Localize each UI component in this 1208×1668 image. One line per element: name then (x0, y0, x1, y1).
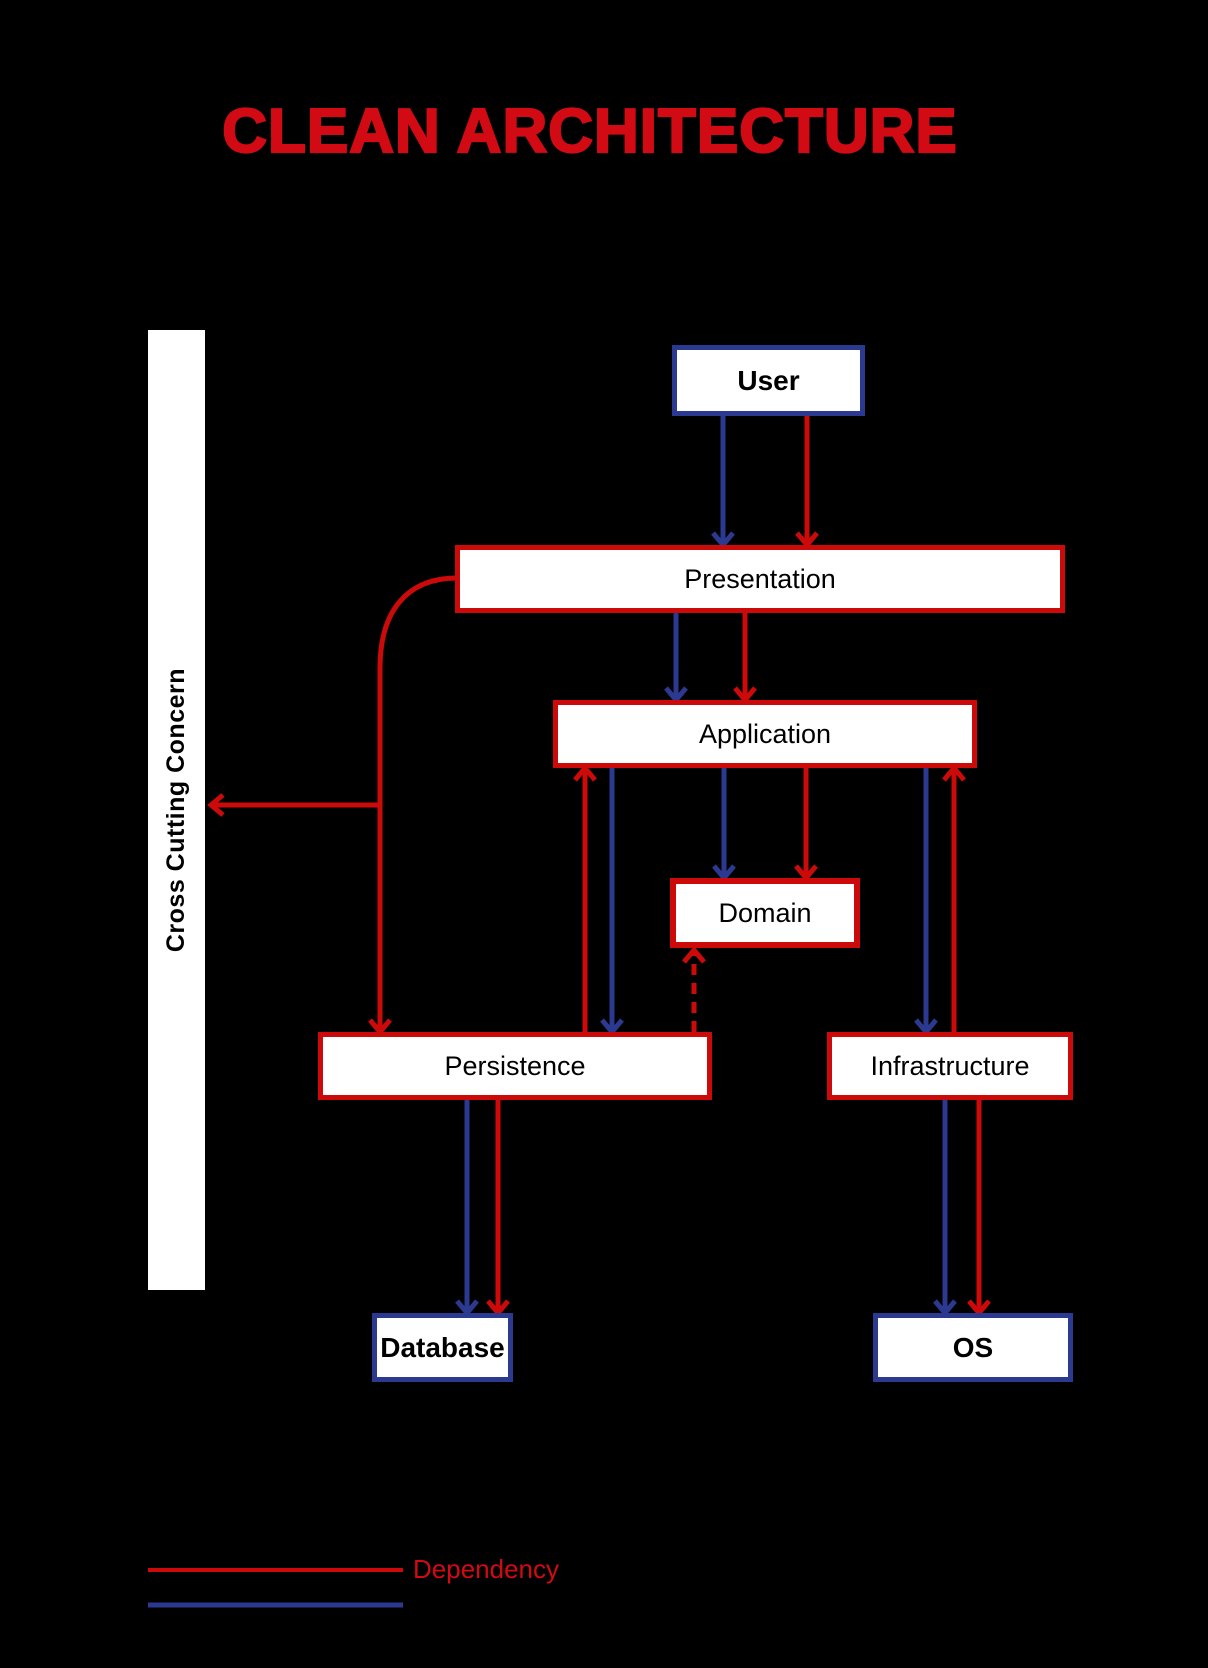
node-database: Database (372, 1313, 513, 1382)
node-user-label: User (737, 364, 800, 396)
node-database-label: Database (380, 1331, 505, 1363)
node-application: Application (553, 700, 977, 768)
node-persistence-label: Persistence (444, 1050, 586, 1081)
diagram-title: CLEAN ARCHITECTURE (221, 96, 958, 167)
node-os: OS (873, 1313, 1073, 1382)
node-presentation: Presentation (455, 545, 1065, 613)
node-os-label: OS (952, 1331, 994, 1363)
edge-presentation-persistence-red-curve (368, 575, 456, 1036)
node-infrastructure: Infrastructure (827, 1032, 1073, 1100)
node-user: User (672, 345, 865, 416)
cross-cutting-concern-bar: Cross Cutting Concern (148, 330, 205, 1290)
node-application-label: Application (698, 718, 832, 749)
node-persistence: Persistence (318, 1032, 712, 1100)
node-presentation-label: Presentation (684, 563, 836, 594)
node-infrastructure-label: Infrastructure (870, 1050, 1030, 1081)
node-domain-label: Domain (718, 897, 812, 928)
cross-cutting-concern-label: Cross Cutting Concern (162, 667, 190, 953)
node-domain: Domain (670, 878, 860, 948)
legend-dependency-label: Dependency (413, 1554, 559, 1584)
